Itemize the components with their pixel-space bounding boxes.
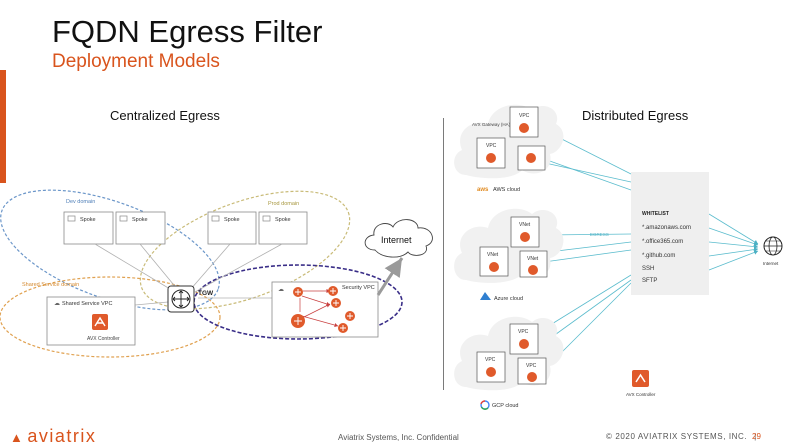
security-vpc-box: ☁ Security VPC	[271, 281, 379, 338]
whitelist-item: SFTP	[642, 278, 657, 284]
slide-title: FQDN Egress Filter	[52, 14, 323, 49]
vpc-label: VPC	[518, 329, 529, 335]
whitelist-item: *.office365.com	[642, 239, 683, 245]
azure-cloud-region: VNet VNet VNet EGRESS Azure cloud	[454, 208, 609, 302]
whitelist-item: SSH	[642, 266, 654, 272]
copyright-notice: © 2020 AVIATRIX SYSTEMS, INC. |	[606, 432, 757, 441]
gateway-icon	[519, 339, 529, 349]
gateway-icon	[345, 311, 355, 321]
logo-text: aviatrix	[27, 426, 97, 446]
aviatrix-logo: ▲aviatrix	[10, 426, 96, 447]
vnet-label: VNet	[527, 256, 539, 262]
gateway-icon	[528, 265, 538, 275]
controller-logo-icon	[632, 370, 649, 387]
gateway-icon	[486, 367, 496, 377]
aws-cloud-label: AWS cloud	[493, 187, 520, 193]
dev-domain-label: Dev domain	[66, 199, 95, 205]
internet-cloud-icon	[364, 219, 433, 258]
gateway-icon	[486, 153, 496, 163]
prod-domain-label: Prod domain	[268, 201, 299, 207]
centralized-egress-title: Centralized Egress	[110, 108, 220, 123]
gateway-icon	[519, 123, 529, 133]
slide-subtitle: Deployment Models	[52, 51, 220, 72]
spoke-label: Spoke	[80, 217, 96, 223]
accent-bar	[0, 70, 6, 183]
copyright-text: © 2020 AVIATRIX SYSTEMS, INC.	[606, 432, 748, 441]
gateway-icon	[328, 286, 338, 296]
globe-icon	[763, 236, 783, 256]
whitelist-item: *.github.com	[642, 253, 675, 259]
gateway-icon	[331, 298, 341, 308]
tgw-label: TGW	[198, 290, 214, 297]
tgw-icon	[167, 285, 195, 313]
spoke-box: Spoke	[207, 211, 257, 245]
gcp-logo-icon	[480, 400, 490, 410]
aviatrix-logo-icon: ▲	[10, 430, 25, 445]
shared-service-vpc-box: ☁ Shared Service VPC AVX Controller	[46, 296, 136, 346]
controller-logo-icon	[92, 314, 108, 330]
vnet-label: VNet	[519, 222, 531, 228]
vpc-label: VPC	[519, 113, 530, 119]
gateway-icon	[527, 372, 537, 382]
gateway-icon	[293, 287, 303, 297]
aws-cloud-region: AVX Gateway (HA) VPC VPC aws AWS cloud	[454, 104, 564, 193]
vpc-label: VPC	[526, 363, 537, 369]
spoke-box: Spoke	[115, 211, 166, 245]
gateway-icon	[338, 323, 348, 333]
footer-separator: |	[754, 432, 757, 441]
controller-label: AVX Controller	[626, 392, 656, 397]
security-ellipse	[193, 264, 403, 340]
vnet-label: VNet	[487, 252, 499, 258]
whitelist-panel: WHITELIST *.amazonaws.com *.office365.co…	[631, 172, 709, 295]
gcp-cloud-region: VPC VPC VPC GCP cloud	[454, 316, 564, 410]
spoke-box: Spoke	[258, 211, 308, 245]
azure-cloud-label: Azure cloud	[494, 296, 523, 302]
shared-domain-label: Shared Service domain	[22, 282, 79, 288]
whitelist-title: WHITELIST	[642, 211, 669, 217]
azure-logo-icon	[480, 292, 491, 300]
controller-label: AVX Controller	[87, 336, 120, 342]
vpc-label: VPC	[485, 357, 496, 363]
distributed-egress-diagram: AVX Gateway (HA) VPC VPC aws AWS cloud V…	[454, 104, 783, 410]
gateway-icon	[526, 153, 536, 163]
spoke-label: Spoke	[132, 217, 148, 223]
page-number: 29	[752, 432, 761, 441]
gcp-cloud-label: GCP cloud	[492, 403, 519, 409]
security-vpc-label: Security VPC	[342, 285, 375, 291]
egress-arrow	[376, 257, 404, 296]
cloud-icon: ☁	[278, 287, 284, 293]
section-divider	[443, 118, 444, 390]
shared-domain-ellipse	[0, 276, 221, 358]
centralized-egress-diagram: Dev domain Prod domain Shared Service do…	[0, 189, 433, 358]
gateway-icon	[520, 232, 530, 242]
gateway-icon	[291, 314, 305, 328]
internet-label: Internet	[381, 235, 412, 245]
spoke-label: Spoke	[275, 217, 291, 223]
spoke-box: Spoke	[63, 211, 114, 245]
spoke-label: Spoke	[224, 217, 240, 223]
confidential-notice: Aviatrix Systems, Inc. Confidential	[338, 433, 459, 442]
aws-logo-icon: aws	[477, 187, 489, 193]
egress-label: EGRESS	[590, 232, 609, 237]
shared-vpc-label: Shared Service VPC	[62, 301, 112, 307]
prod-domain-ellipse	[139, 190, 351, 310]
whitelist-item: *.amazonaws.com	[642, 225, 691, 231]
distributed-egress-title: Distributed Egress	[582, 108, 689, 123]
gateway-icon	[489, 262, 499, 272]
cloud-icon: ☁	[54, 301, 60, 307]
vpc-label: VPC	[486, 143, 497, 149]
internet-label: Internet	[763, 261, 779, 266]
aws-gateway-label: AVX Gateway (HA)	[472, 122, 511, 127]
